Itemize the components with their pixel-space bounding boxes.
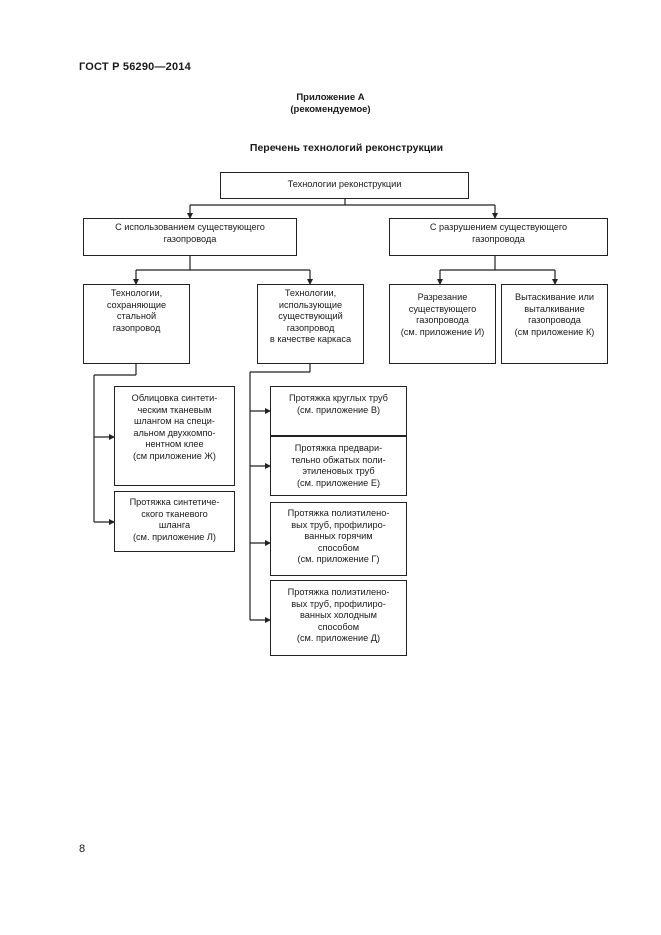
page-number: 8: [79, 843, 86, 855]
appendix-title: Приложение А: [296, 92, 365, 103]
box-root: Технологии реконструкции: [220, 172, 469, 199]
box-hot: Протяжка полиэтилено-вых труб, профилиро…: [270, 502, 407, 576]
standard-number: ГОСТ Р 56290—2014: [79, 61, 191, 73]
box-round: Протяжка круглых труб(см. приложение В): [270, 386, 407, 436]
box-compressed: Протяжка предвари-тельно обжатых поли-эт…: [270, 436, 407, 496]
diagram-title: Перечень технологий реконструкции: [249, 142, 444, 154]
appendix-note: (рекомендуемое): [290, 104, 371, 115]
box-cold: Протяжка полиэтилено-вых труб, профилиро…: [270, 580, 407, 656]
